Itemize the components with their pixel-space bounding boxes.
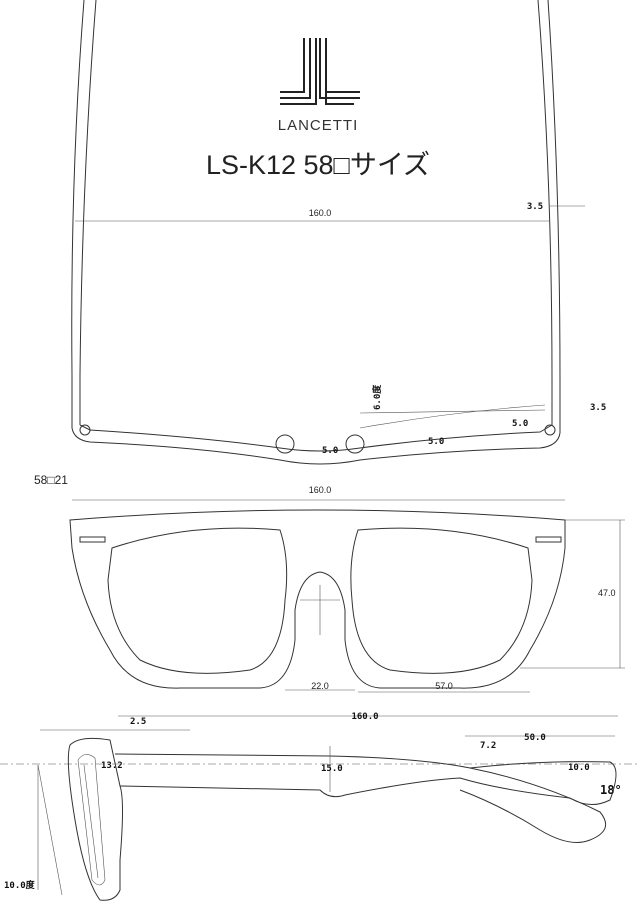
- front-height-dim: 47.0: [598, 588, 616, 598]
- tilt-angle-dim: 10.0度: [4, 879, 36, 891]
- size-label: 58□21: [34, 473, 68, 487]
- jl-monogram-logo: [280, 38, 360, 105]
- tip-thickness-dim: 7.2: [480, 741, 496, 751]
- side-length-dim: 160.0: [351, 712, 378, 722]
- front-width-dim: 160.0: [309, 485, 332, 495]
- temple-offset-top-dim: 3.5: [527, 202, 543, 212]
- top-view: 160.0 3.5 3.5 6.0度 5.0 5.0 5.0: [71, 0, 606, 465]
- center-thickness-dim: 5.0: [322, 446, 338, 456]
- bend-angle-dim: 18°: [600, 783, 622, 797]
- mid-thickness-dim: 5.0: [428, 437, 444, 447]
- hinge-offset-dim: 2.5: [130, 717, 146, 727]
- brand-name: LANCETTI: [278, 117, 359, 134]
- front-view: 160.0 47.0 22.0 57.0: [69, 485, 625, 693]
- lens-dim: 57.0: [435, 681, 453, 691]
- bridge-dim: 22.0: [311, 681, 329, 691]
- side-view: 160.0 2.5 50.0 13.2 15.0 7.2 10.0 18° 10…: [0, 712, 640, 901]
- end-thickness-dim: 5.0: [512, 419, 528, 429]
- tip-height-dim: 10.0: [568, 763, 590, 773]
- temple-height-dim: 15.0: [321, 764, 343, 774]
- tip-length-dim: 50.0: [524, 733, 546, 743]
- top-width-dim: 160.0: [309, 208, 332, 218]
- temple-offset-hinge-dim: 3.5: [590, 403, 606, 413]
- page-title: LS-K12 58□サイズ: [206, 150, 430, 180]
- angle-dim: 6.0度: [371, 384, 383, 410]
- end-height-dim: 13.2: [101, 761, 123, 771]
